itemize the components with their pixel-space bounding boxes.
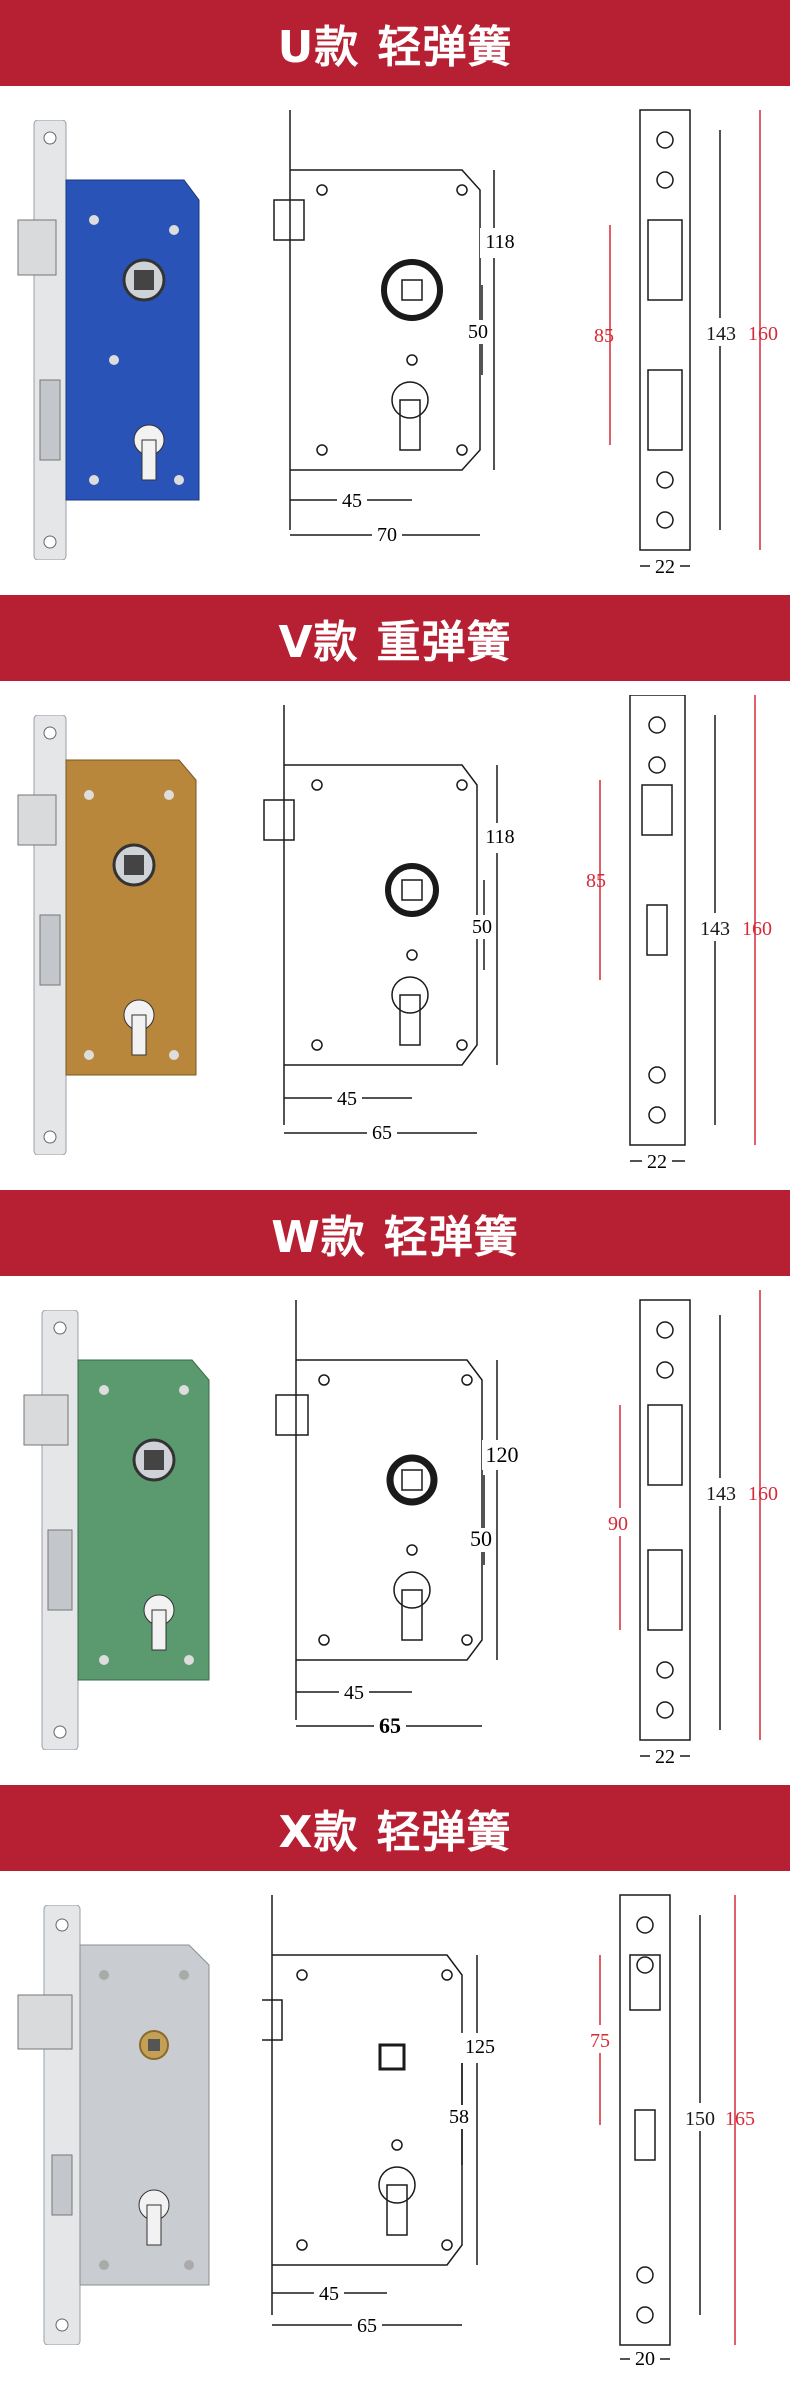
dimension-backset: 45: [342, 490, 362, 512]
dimension-height: 118: [485, 826, 514, 848]
model-name: X款: [278, 1807, 359, 1858]
faceplate-dimension-drawing: 85 143 160 22: [586, 695, 772, 1173]
dimension-backset: 45: [319, 2283, 339, 2305]
dimension-width: 65: [379, 1713, 401, 1738]
dimension-total: 160: [742, 918, 772, 940]
spring-type: 轻弹簧: [376, 1807, 512, 1858]
dimension-strike: 75: [590, 2030, 610, 2052]
spring-type: 轻弹簧: [377, 22, 513, 73]
dimension-total: 160: [748, 323, 778, 345]
model-name: U款: [277, 22, 360, 73]
dimension-plate-width: 22: [655, 556, 675, 578]
dimension-total: 165: [725, 2108, 755, 2130]
section-banner: V款重弹簧: [0, 595, 790, 681]
dimension-width: 65: [357, 2315, 377, 2337]
dimension-center: 50: [472, 916, 492, 938]
product-section-x: X款轻弹簧: [0, 1785, 790, 2380]
section-banner: U款轻弹簧: [0, 0, 790, 86]
model-name: V款: [278, 617, 359, 668]
faceplate-dimension-drawing: 90 143 160 22: [600, 1290, 778, 1768]
dimension-inner: 143: [706, 323, 736, 345]
product-section-w: W款轻弹簧: [0, 1190, 790, 1785]
dimension-inner: 143: [706, 1483, 736, 1505]
dimension-width: 65: [372, 1122, 392, 1144]
spring-type: 轻弹簧: [383, 1212, 519, 1263]
dimension-plate-width: 20: [635, 2348, 655, 2365]
dimension-plate-width: 22: [647, 1151, 667, 1173]
lock-body-photo: [17, 120, 200, 560]
mortise-dimension-drawing: 120 50 45 65: [275, 1300, 522, 1738]
product-section-u: U款轻弹簧: [0, 0, 790, 595]
model-name: W款: [271, 1212, 366, 1263]
dimension-height: 118: [485, 231, 514, 253]
section-banner: W款轻弹簧: [0, 1190, 790, 1276]
lock-body-photo: [17, 1905, 210, 2345]
dimension-strike: 85: [594, 325, 614, 347]
dimension-height: 125: [465, 2036, 495, 2058]
dimension-backset: 45: [344, 1682, 364, 1704]
spring-type: 重弹簧: [376, 617, 512, 668]
mortise-dimension-drawing: 118 50 45 65: [263, 705, 520, 1144]
dimension-plate-width: 22: [655, 1746, 675, 1768]
dimension-strike: 90: [608, 1513, 628, 1535]
dimension-center: 50: [470, 1526, 492, 1551]
dimension-inner: 143: [700, 918, 730, 940]
product-section-v: V款重弹簧: [0, 595, 790, 1190]
mortise-dimension-drawing: 118 50 45 70: [273, 110, 520, 546]
dimension-strike: 85: [586, 870, 606, 892]
dimension-center: 50: [468, 321, 488, 343]
dimension-backset: 45: [337, 1088, 357, 1110]
faceplate-dimension-drawing: 75 150 165 20: [584, 1894, 755, 2365]
lock-body-photo: [17, 715, 197, 1155]
dimension-width: 70: [377, 524, 397, 546]
faceplate-dimension-drawing: 85 143 160 22: [594, 109, 778, 578]
mortise-dimension-drawing: 125 58 45 65: [262, 1895, 500, 2337]
section-banner: X款轻弹簧: [0, 1785, 790, 1871]
dimension-inner: 150: [685, 2108, 715, 2130]
dimension-center: 58: [449, 2106, 469, 2128]
lock-body-photo: [23, 1310, 210, 1750]
dimension-total: 160: [748, 1483, 778, 1505]
dimension-height: 120: [486, 1442, 519, 1467]
